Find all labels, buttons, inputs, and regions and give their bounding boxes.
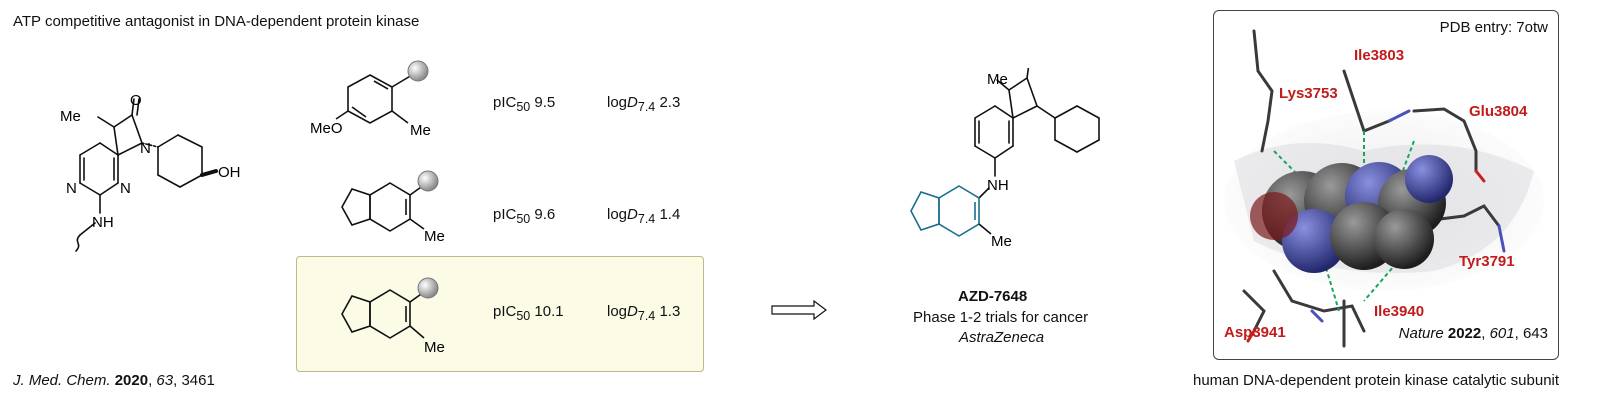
highlight-box — [296, 256, 704, 372]
reference-right: Nature 2022, 601, 643 — [1398, 325, 1548, 342]
protein-ligand-render — [1224, 29, 1544, 348]
analog-3-structure: Me — [341, 277, 445, 356]
analog-3-pic50: pIC50 10.1 — [493, 303, 564, 323]
drug-amine: NH — [987, 177, 1009, 194]
drug-structure: Me NH Me — [910, 68, 1100, 250]
scaffold-n-methyl: Me — [60, 108, 81, 125]
analog-3-substituent-me: Me — [424, 339, 445, 356]
residue-tyr3791: Tyr3791 — [1459, 253, 1515, 270]
pdb-entry-label: PDB entry: 7otw — [1439, 19, 1548, 36]
drug-phase: Phase 1-2 trials for cancer — [913, 309, 1089, 326]
crystal-structure-panel: PDB entry: 7otw Ile3803 Lys3753 Glu3804 … — [1213, 10, 1559, 360]
reference-left: J. Med. Chem. 2020, 63, 3461 — [13, 372, 215, 389]
analog-1-structure: MeO Me — [310, 60, 431, 139]
scaffold-n3: N — [140, 140, 151, 157]
residue-asp3941: Asp3941 — [1224, 324, 1286, 341]
drug-company: AstraZeneca — [959, 329, 1045, 346]
analog-1-substituent-me: Me — [410, 122, 431, 139]
scaffold-hydroxyl: OH — [218, 164, 241, 181]
analog-2-substituent-me: Me — [424, 228, 445, 245]
drug-methyl: Me — [991, 233, 1012, 250]
crystal-caption: human DNA-dependent protein kinase catal… — [1193, 372, 1560, 389]
scaffold-structure: Me O OH NH N N N — [60, 95, 241, 252]
residue-ile3803: Ile3803 — [1354, 47, 1405, 64]
analog-2-logd: logD7.4 1.4 — [607, 206, 681, 226]
analog-1-logd: logD7.4 2.3 — [607, 94, 681, 114]
scaffold-n2: N — [120, 180, 131, 197]
analog-1-substituent-meo: MeO — [310, 120, 343, 137]
drug-name: AZD-7648 — [958, 288, 1028, 305]
drug-n-methyl: Me — [987, 71, 1008, 88]
scaffold-amine: NH — [92, 214, 114, 231]
transformation-arrow — [771, 300, 827, 320]
analog-3-logd: logD7.4 1.3 — [607, 303, 681, 323]
scaffold-n1: N — [66, 180, 77, 197]
analog-2-structure: Me — [341, 170, 445, 245]
analog-2-pic50: pIC50 9.6 — [493, 206, 556, 226]
analog-1-pic50: pIC50 9.5 — [493, 94, 556, 114]
residue-lys3753: Lys3753 — [1279, 85, 1338, 102]
residue-ile3940: Ile3940 — [1374, 303, 1425, 320]
figure-title: ATP competitive antagonist in DNA-depend… — [13, 13, 420, 30]
scaffold-oxygen: O — [130, 95, 142, 109]
residue-glu3804: Glu3804 — [1469, 103, 1528, 120]
